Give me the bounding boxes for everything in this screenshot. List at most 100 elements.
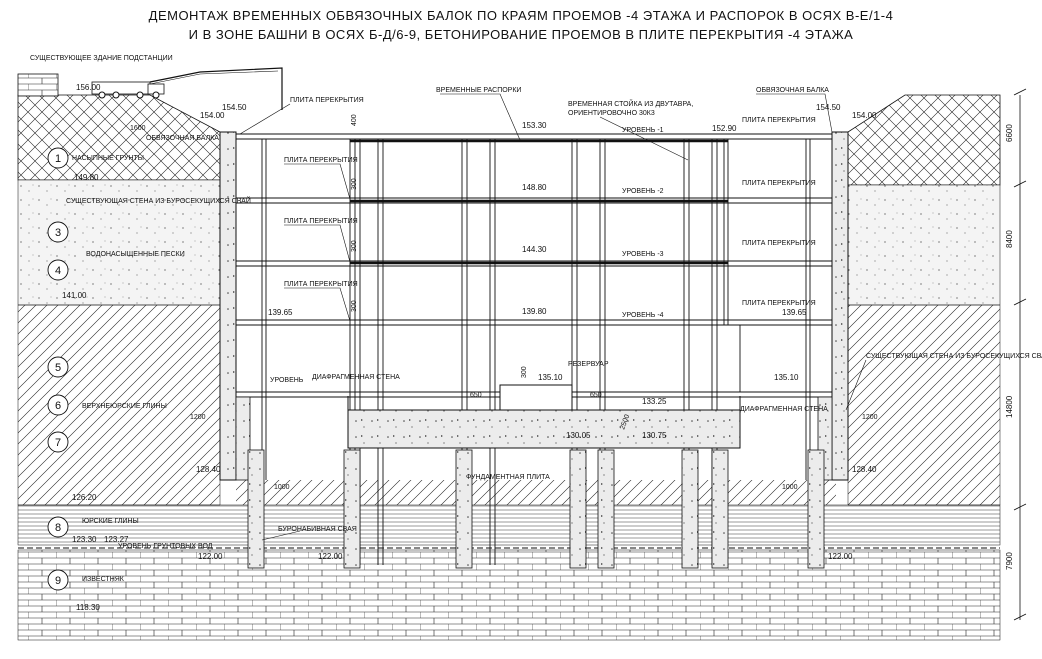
diaphragm-wall-left: [235, 396, 251, 481]
dim-300-d: 300: [521, 366, 528, 378]
concrete-pump-truck: [91, 67, 283, 110]
label-slab-top: ПЛИТА ПЕРЕКРЫТИЯ: [290, 97, 364, 104]
elev-144-30: 144.30: [522, 245, 547, 254]
elev-122-l: 122.00: [198, 552, 223, 561]
label-diaphragm-right: ДИАФРАГМЕННАЯ СТЕНА: [740, 406, 828, 413]
layer-7: 7: [55, 437, 61, 449]
dim-1000-l: 1000: [274, 484, 290, 491]
temporary-columns: [261, 139, 811, 565]
label-foundation-slab: ФУНДАМЕНТНАЯ ПЛИТА: [466, 474, 550, 481]
dim-300-a: 300: [351, 178, 358, 190]
label-groundwater: УРОВЕНЬ ГРУНТОВЫХ ВОД: [118, 543, 213, 550]
dim-2500: 2500: [619, 414, 631, 431]
reservoir: [499, 384, 573, 411]
layer-8: 8: [55, 522, 61, 534]
drawing-title-line2: И В ЗОНЕ БАШНИ В ОСЯХ Б-Д/6-9, БЕТОНИРОВ…: [188, 27, 854, 42]
elev-130-05: 130.05: [566, 431, 591, 440]
label-level-1: УРОВЕНЬ -1: [622, 127, 664, 134]
dim-400: 400: [351, 114, 358, 126]
label-slab-2: ПЛИТА ПЕРЕКРЫТИЯ: [284, 157, 358, 164]
elev-133-25: 133.25: [642, 397, 667, 406]
leader-lines: [239, 93, 867, 541]
elev-130-75: 130.75: [642, 431, 667, 440]
elev-141: 141.00: [62, 291, 87, 300]
elev-154-50-r: 154.50: [816, 103, 841, 112]
temporary-struts: [350, 139, 728, 265]
elev-153-30: 153.30: [522, 121, 547, 130]
elev-154-l: 154.00: [200, 111, 225, 120]
elev-128-40-r: 128.40: [852, 465, 877, 474]
elev-122-r: 122.00: [828, 552, 853, 561]
label-slab-r4: ПЛИТА ПЕРЕКРЫТИЯ: [742, 300, 816, 307]
elev-128-40-l: 128.40: [196, 465, 221, 474]
label-bored-pile: БУРОНАБИВНАЯ СВАЯ: [278, 526, 357, 533]
soil-left: [17, 94, 221, 506]
dimension-labels: 1600 400 300 300 300 300 650 650 2500 12…: [130, 114, 878, 491]
elev-139-65-r: 139.65: [782, 308, 807, 317]
label-limestone: ИЗВЕСТНЯК: [82, 576, 125, 583]
dim-8400: 8400: [1005, 230, 1014, 248]
elev-156: 156.00: [76, 83, 101, 92]
dim-300-b: 300: [351, 240, 358, 252]
label-reservoir: РЕЗЕРВУАР: [568, 361, 609, 368]
label-tie-beam-left: ОБВЯЗОЧНАЯ БАЛКА: [146, 135, 219, 142]
elev-135-10-r: 135.10: [774, 373, 799, 382]
label-bored-wall-right: СУЩЕСТВУЮЩАЯ СТЕНА ИЗ БУРОСЕКУЩИХСЯ СВАЙ: [866, 351, 1042, 360]
dim-6600: 6600: [1005, 124, 1014, 142]
label-existing-building: СУЩЕСТВУЮЩЕЕ ЗДАНИЕ ПОДСТАНЦИИ: [30, 55, 173, 62]
label-slab-right1: ПЛИТА ПЕРЕКРЫТИЯ: [742, 117, 816, 124]
elev-123-27: 123.27: [104, 535, 129, 544]
bored-piles: [247, 449, 825, 569]
layer-1: 1: [55, 153, 61, 165]
elev-139-80: 139.80: [522, 307, 547, 316]
existing-building: [17, 73, 59, 97]
layer-3: 3: [55, 227, 61, 239]
elev-126-20: 126.20: [72, 493, 97, 502]
elev-135-10-l: 135.10: [538, 373, 563, 382]
label-diaphragm-left: ДИАФРАГМЕННАЯ СТЕНА: [312, 374, 400, 381]
label-level-4: УРОВЕНЬ -4: [622, 312, 664, 319]
dim-650-a: 650: [470, 392, 482, 399]
dim-7900: 7900: [1005, 552, 1014, 570]
elev-118-30: 118.30: [76, 603, 100, 612]
bored-pile-wall-right: [831, 131, 849, 481]
annotation-labels: СУЩЕСТВУЮЩЕЕ ЗДАНИЕ ПОДСТАНЦИИ НАСЫПНЫЕ …: [30, 55, 1042, 583]
dim-300-c: 300: [351, 300, 358, 312]
jurassic-clay-layer: [17, 504, 1001, 546]
label-temp-struts: ВРЕМЕННЫЕ РАСПОРКИ: [436, 87, 521, 94]
label-slab-4: ПЛИТА ПЕРЕКРЫТИЯ: [284, 281, 358, 288]
label-jurassic-clays: ЮРСКИЕ ГЛИНЫ: [82, 518, 139, 525]
label-level-prefix: УРОВЕНЬ: [270, 377, 304, 384]
drawing-title-line1: ДЕМОНТАЖ ВРЕМЕННЫХ ОБВЯЗОЧНЫХ БАЛОК ПО К…: [148, 8, 894, 23]
soil-right: [847, 94, 1001, 506]
label-tie-beam: ОБВЯЗОЧНАЯ БАЛКА: [756, 87, 829, 94]
elevation-marks: 156.00 154.00 154.50 154.50 154.00 153.3…: [62, 83, 877, 612]
layer-markers: [47, 147, 69, 591]
dim-1200-r: 1200: [862, 414, 878, 421]
elev-152-90: 152.90: [712, 124, 737, 133]
label-slab-r2: ПЛИТА ПЕРЕКРЫТИЯ: [742, 180, 816, 187]
elev-122-m: 122.00: [318, 552, 343, 561]
dim-1600: 1600: [130, 125, 146, 132]
label-sands: ВОДОНАСЫЩЕННЫЕ ПЕСКИ: [86, 251, 185, 258]
elev-123-30: 123.30: [72, 535, 97, 544]
elev-148-80: 148.80: [522, 183, 547, 192]
layer-9: 9: [55, 575, 61, 587]
label-slab-3: ПЛИТА ПЕРЕКРЫТИЯ: [284, 218, 358, 225]
vertical-dimension-chain: [1013, 88, 1027, 621]
label-temp-column-1: ВРЕМЕННАЯ СТОЙКА ИЗ ДВУТАВРА,: [568, 99, 693, 108]
label-level-3: УРОВЕНЬ -3: [622, 251, 664, 258]
label-fill-soil: НАСЫПНЫЕ ГРУНТЫ: [72, 155, 144, 162]
layer-4: 4: [55, 265, 61, 277]
elev-149-80: 149.80: [74, 173, 99, 182]
layer-marker-labels: 1 3 4 5 6 7 8 9: [55, 153, 61, 587]
foundation-slab: [347, 409, 741, 449]
layer-5: 5: [55, 362, 61, 374]
bored-pile-wall-left: [219, 131, 237, 481]
label-slab-r3: ПЛИТА ПЕРЕКРЫТИЯ: [742, 240, 816, 247]
limestone-layer: [17, 549, 1001, 641]
label-temp-column-2: ОРИЕНТИРОВОЧНО 30К3: [568, 110, 655, 117]
elev-139-65-l: 139.65: [268, 308, 293, 317]
dim-650-b: 650: [590, 392, 602, 399]
